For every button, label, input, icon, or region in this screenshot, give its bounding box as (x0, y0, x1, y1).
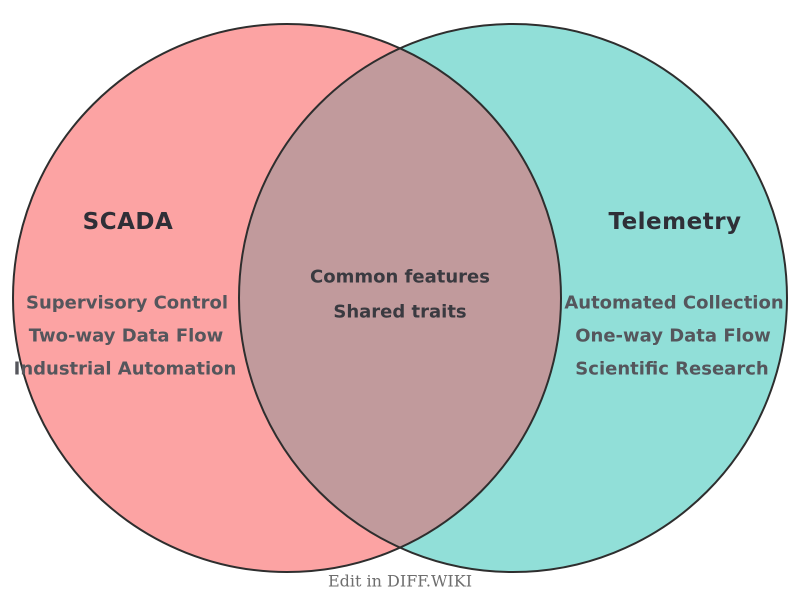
left-set-title: SCADA (82, 209, 174, 235)
overlap-region (239, 48, 561, 548)
edit-in-diffwiki-link[interactable]: Edit in DIFF.WIKI (327, 571, 473, 591)
right-set-title: Telemetry (608, 209, 742, 235)
left-circle-outline (12, 23, 562, 573)
right-set-item: One-way Data Flow (575, 325, 771, 347)
left-set-item: Industrial Automation (13, 358, 237, 380)
right-set-item: Scientific Research (575, 358, 769, 380)
overlap-text-line: Common features (310, 266, 490, 288)
left-set-item: Supervisory Control (25, 292, 229, 314)
right-circle-outline (238, 23, 788, 573)
right-set-item: Automated Collection (564, 292, 784, 314)
left-set-item: Two-way Data Flow (28, 325, 224, 347)
overlap-text-line: Shared traits (333, 301, 467, 323)
